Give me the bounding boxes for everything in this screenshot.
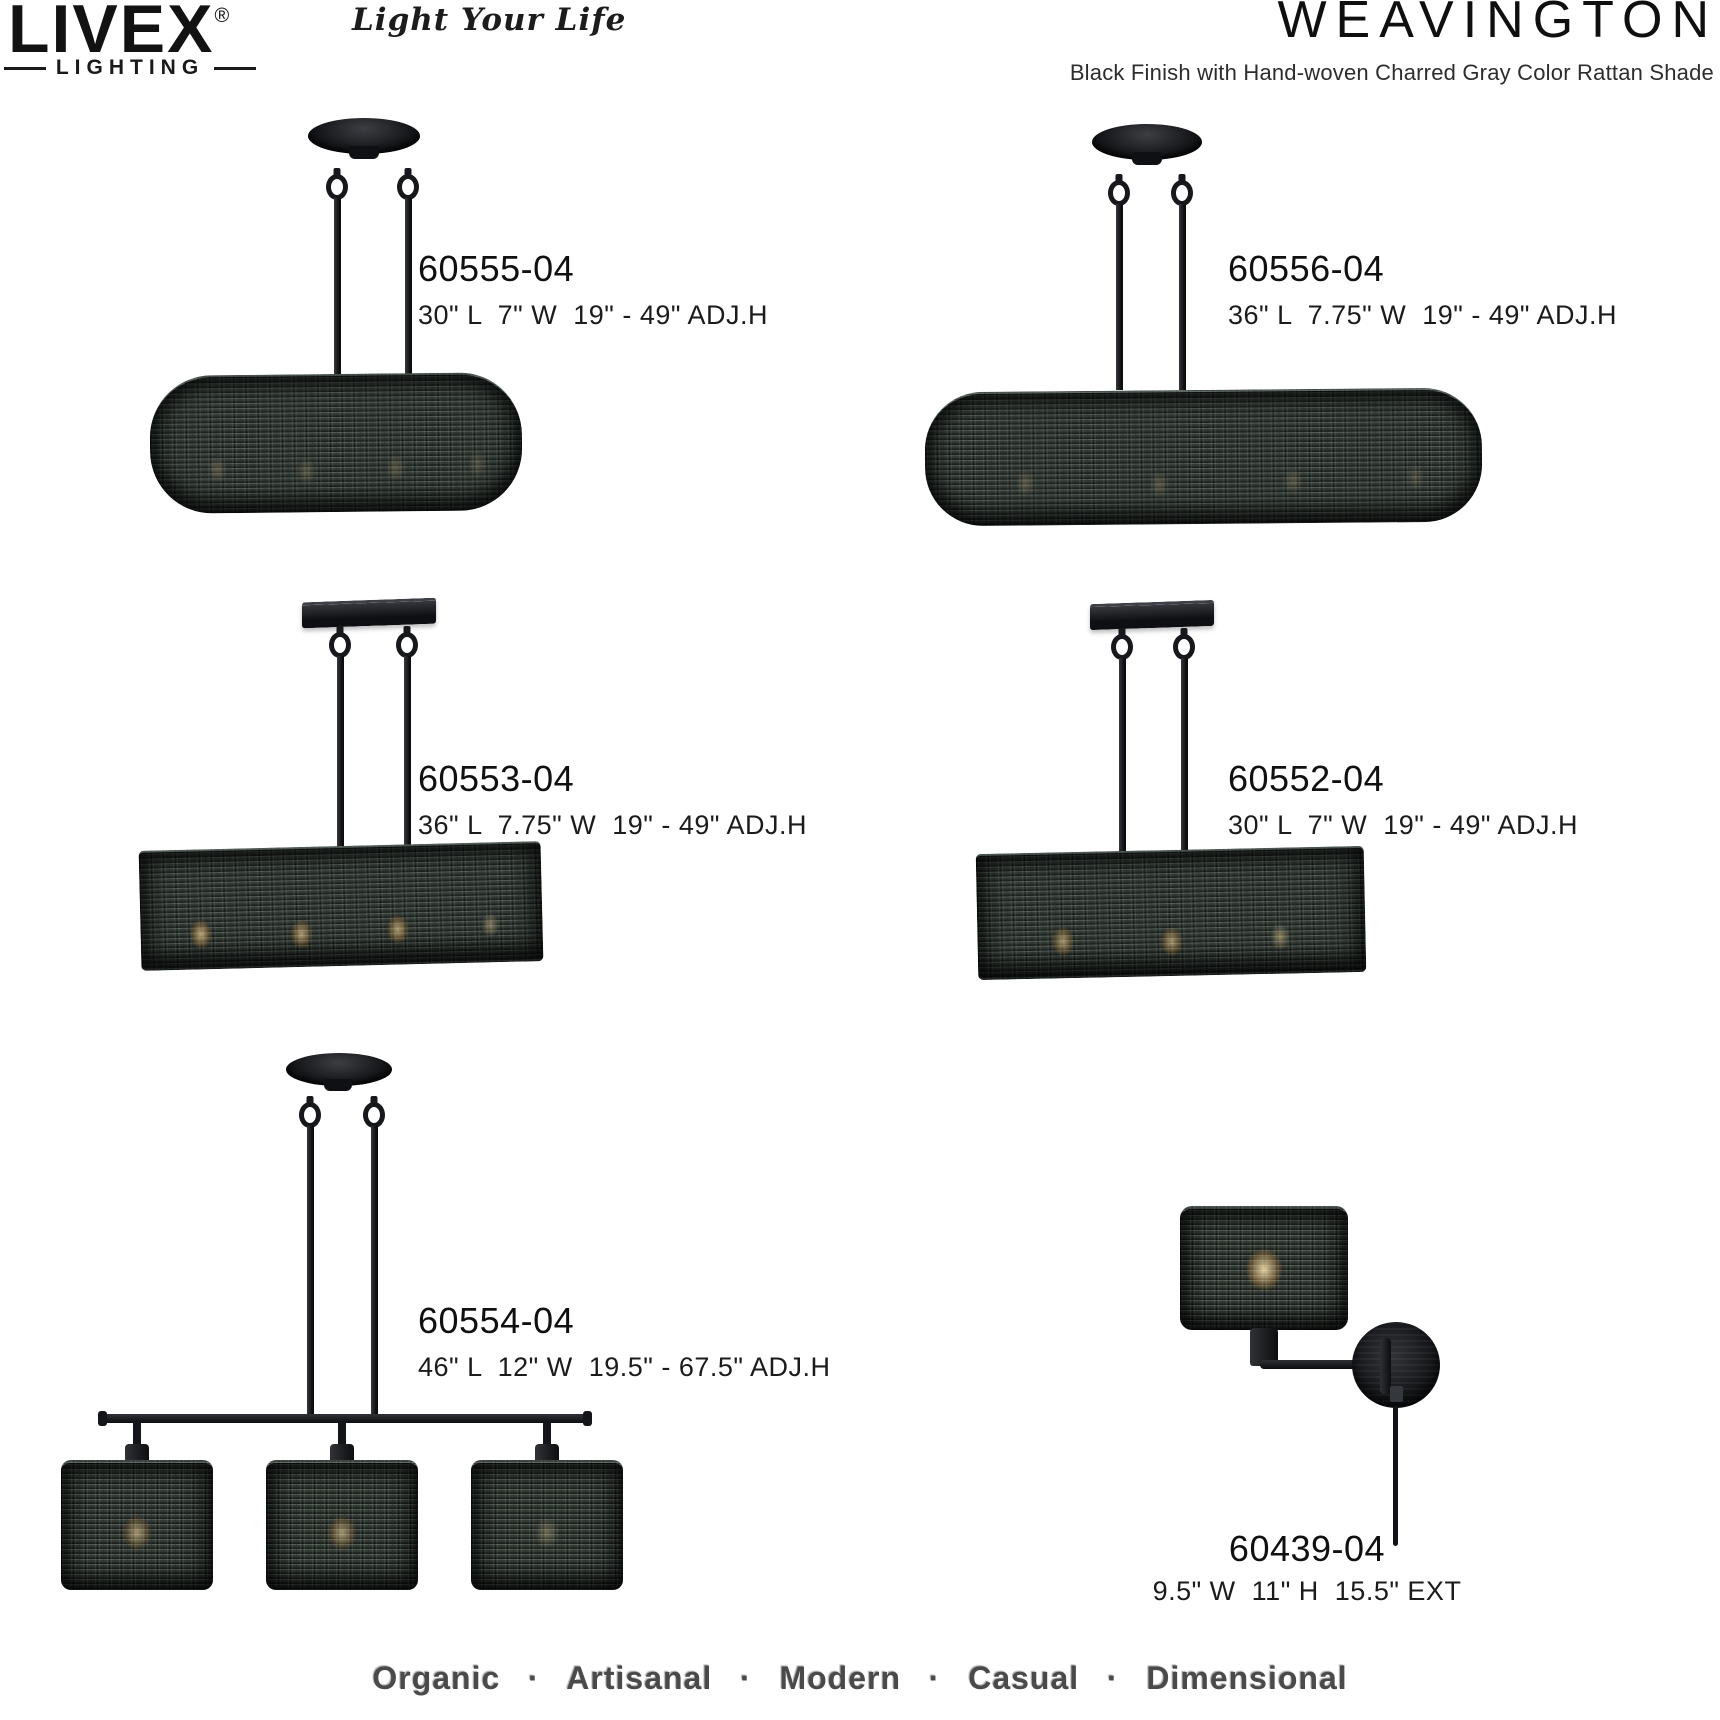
- rattan-shade: [471, 1460, 623, 1590]
- product-dimensions: 9.5" W 11" H 15.5" EXT: [1152, 1576, 1462, 1606]
- shade-stem: [543, 1422, 551, 1448]
- hang-ring: [326, 174, 348, 200]
- product-sku: 60554-04: [418, 1300, 575, 1341]
- rattan-shade: [924, 387, 1483, 527]
- hang-ring: [397, 174, 419, 200]
- swing-arm: [1260, 1360, 1398, 1369]
- hang-ring: [1173, 634, 1195, 660]
- style-tagline: Organic · Artisanal · Modern · Casual · …: [372, 1660, 1348, 1696]
- product-dimensions: 36" L 7.75" W 19" - 49" ADJ.H: [1228, 300, 1618, 330]
- rattan-shade: [138, 841, 544, 971]
- down-rod: [337, 656, 344, 848]
- collection-title: WEAVINGTON: [1277, 0, 1718, 49]
- bulb-glow: [471, 1463, 623, 1590]
- canopy-stub: [1132, 152, 1162, 165]
- rattan-shade: [61, 1460, 213, 1590]
- socket: [330, 1444, 354, 1466]
- cross-bar: [98, 1411, 592, 1426]
- brand-sub-label: LIGHTING: [55, 56, 205, 79]
- outlet-detail: [1390, 1386, 1403, 1402]
- bulb-glow: [61, 1463, 213, 1590]
- ceiling-canopy: [302, 597, 436, 629]
- down-rod: [1179, 204, 1186, 390]
- shade-stem: [133, 1422, 141, 1448]
- hang-ring: [1171, 180, 1193, 206]
- bulb-glow: [975, 847, 1367, 978]
- registered-mark: ®: [214, 5, 230, 27]
- socket: [1250, 1328, 1278, 1366]
- product-sku: 60553-04: [418, 758, 575, 799]
- down-rod: [1116, 204, 1123, 390]
- product-dimensions: 36" L 7.75" W 19" - 49" ADJ.H: [418, 810, 808, 840]
- hang-ring: [363, 1102, 385, 1128]
- product-sku: 60555-04: [418, 248, 575, 289]
- socket: [125, 1444, 149, 1466]
- canopy-stub: [349, 146, 379, 159]
- product-sku: 60439-04: [1228, 1528, 1386, 1569]
- bulb-glow: [266, 1463, 418, 1590]
- brand-name: LIVEX: [8, 0, 215, 67]
- down-rod: [1181, 658, 1188, 852]
- product-dimensions: 30" L 7" W 19" - 49" ADJ.H: [418, 300, 768, 330]
- hang-ring: [1111, 634, 1133, 660]
- shade-stem: [338, 1422, 346, 1448]
- rattan-shade: [1180, 1206, 1348, 1330]
- bulb-glow: [1180, 1209, 1348, 1330]
- brand-rule-left: [4, 66, 46, 70]
- hang-ring: [299, 1102, 321, 1128]
- hang-ring: [1108, 180, 1130, 206]
- down-rod: [371, 1126, 378, 1416]
- down-rod: [334, 198, 341, 376]
- power-cord: [1393, 1406, 1398, 1546]
- down-rod: [404, 656, 411, 848]
- canopy-stub: [324, 1079, 352, 1091]
- rattan-shade: [266, 1460, 418, 1590]
- ceiling-canopy: [1090, 599, 1214, 631]
- rattan-shade: [975, 845, 1367, 981]
- down-rod: [1119, 658, 1126, 852]
- bulb-glow: [924, 389, 1483, 527]
- socket: [535, 1444, 559, 1466]
- brand-rule-right: [214, 66, 256, 70]
- product-dimensions: 46" L 12" W 19.5" - 67.5" ADJ.H: [418, 1352, 831, 1382]
- bulb-glow: [138, 843, 544, 968]
- down-rod: [307, 1126, 314, 1416]
- product-sku: 60552-04: [1228, 758, 1385, 799]
- brand-slogan: Light Your Life: [352, 2, 627, 38]
- brand-wordmark: LIVEX®: [8, 0, 229, 68]
- product-dimensions: 30" L 7" W 19" - 49" ADJ.H: [1228, 810, 1578, 840]
- collection-subtitle: Black Finish with Hand-woven Charred Gra…: [1069, 60, 1714, 85]
- brand-sub: LIGHTING: [4, 56, 256, 80]
- down-rod: [405, 198, 412, 376]
- hang-ring: [396, 632, 418, 658]
- bulb-glow: [149, 374, 523, 514]
- hang-ring: [329, 632, 351, 658]
- arm-pivot: [1380, 1338, 1391, 1394]
- rattan-shade: [149, 372, 523, 514]
- product-sku: 60556-04: [1228, 248, 1385, 289]
